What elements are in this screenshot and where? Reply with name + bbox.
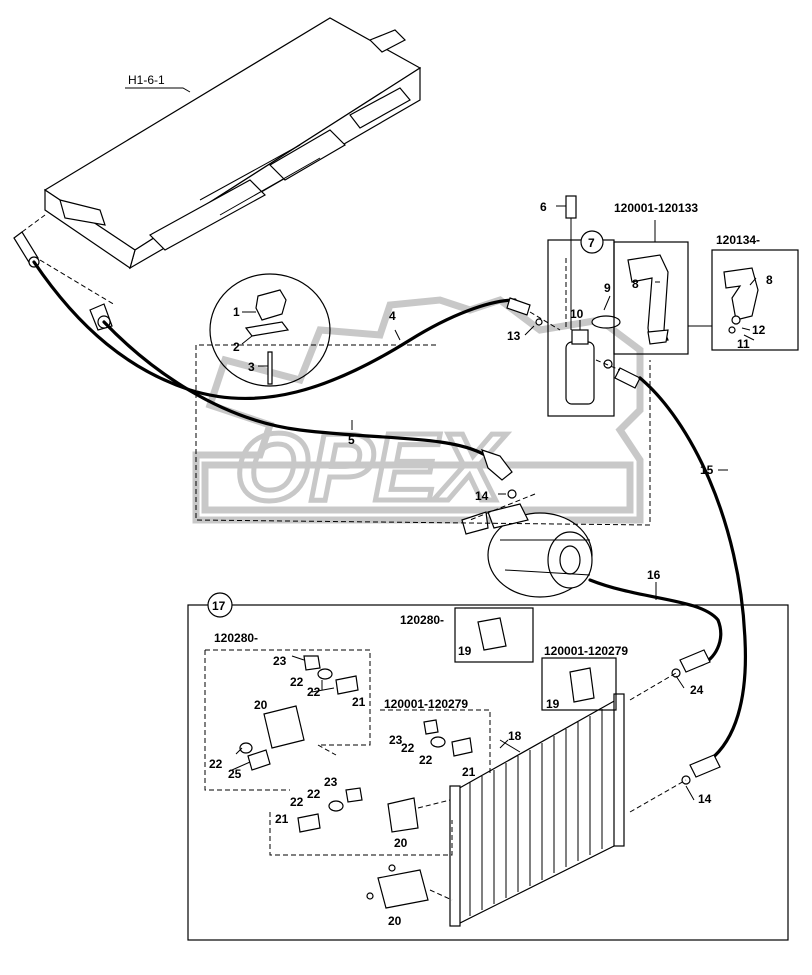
hose-16 <box>588 578 723 667</box>
hose-5 <box>102 320 487 457</box>
callout-23-c: 23 <box>324 775 338 789</box>
callout-14-lower: 14 <box>698 792 712 806</box>
callout-19-lower: 19 <box>546 697 560 711</box>
serial-range-120134: 120134- <box>716 233 760 247</box>
callout-22-g: 22 <box>307 787 321 801</box>
hose-15 <box>638 376 748 762</box>
callout-11: 11 <box>737 337 750 351</box>
serial-range-120001-120279-small: 120001-120279 <box>544 644 628 658</box>
callout-18: 18 <box>508 729 522 743</box>
callout-22-e: 22 <box>419 753 433 767</box>
callout-23-b: 23 <box>389 733 403 747</box>
callout-8-left: 8 <box>632 277 639 291</box>
callout-20-c: 20 <box>388 914 402 928</box>
reference-label: H1-6-1 <box>128 73 165 87</box>
callout-22-b: 22 <box>307 685 321 699</box>
bracket-inset-120280-small <box>454 607 534 663</box>
callout-23-a: 23 <box>273 654 287 668</box>
callout-13: 13 <box>507 329 521 343</box>
serial-range-120001-120133: 120001-120133 <box>614 201 698 215</box>
callout-6: 6 <box>540 200 547 214</box>
watermark-text: OPEX <box>235 414 507 521</box>
callout-21-a: 21 <box>352 695 366 709</box>
callout-16: 16 <box>647 568 661 582</box>
callout-9: 9 <box>604 281 611 295</box>
callout-4: 4 <box>389 309 396 323</box>
serial-range-120001-120279-large: 120001-120279 <box>384 697 468 711</box>
callout-7: 7 <box>588 236 595 250</box>
evaporator-unit <box>43 17 422 270</box>
serial-range-120280-large: 120280- <box>214 631 258 645</box>
bracket-inset-120001-120279-small <box>541 657 617 711</box>
opex-watermark: OPEX <box>192 296 644 524</box>
callout-1: 1 <box>233 305 240 319</box>
hose-4 <box>32 260 517 401</box>
callout-10: 10 <box>570 307 584 321</box>
callout-8-right: 8 <box>766 273 773 287</box>
hose-fitting-upper-left <box>13 231 113 331</box>
condenser <box>449 693 625 927</box>
callout-2: 2 <box>233 340 240 354</box>
condenser-inset-frame <box>187 604 789 941</box>
clip-detail-inset <box>209 273 331 387</box>
callout-25: 25 <box>228 767 242 781</box>
callout-22-c: 22 <box>209 757 223 771</box>
callout-12: 12 <box>752 323 766 337</box>
bracket-inset-120134 <box>711 249 799 351</box>
compressor <box>461 489 593 598</box>
callout-17: 17 <box>212 599 226 613</box>
hose-end-fittings <box>481 297 641 481</box>
bracket-inset-120280-large <box>204 649 371 791</box>
callout-5: 5 <box>348 433 355 447</box>
callout-24: 24 <box>690 683 704 697</box>
callout-21-c: 21 <box>275 812 289 826</box>
callout-15: 15 <box>700 463 714 477</box>
condenser-lower-bracket <box>366 864 429 909</box>
callout-3: 3 <box>248 360 255 374</box>
bracket-inset-120001-120279-large <box>269 709 491 856</box>
callout-22-d: 22 <box>401 741 415 755</box>
callout-20-b: 20 <box>394 836 408 850</box>
bracket-inset-120001-120133 <box>613 241 689 355</box>
callout-20-a: 20 <box>254 698 268 712</box>
callout-19-upper: 19 <box>458 644 472 658</box>
condenser-hose-fittings <box>671 649 721 785</box>
callout-21-b: 21 <box>462 765 476 779</box>
receiver-drier <box>547 195 621 417</box>
serial-range-120280-small: 120280- <box>400 613 444 627</box>
callout-22-a: 22 <box>290 675 304 689</box>
callout-14-upper: 14 <box>475 489 489 503</box>
callout-22-f: 22 <box>290 795 304 809</box>
